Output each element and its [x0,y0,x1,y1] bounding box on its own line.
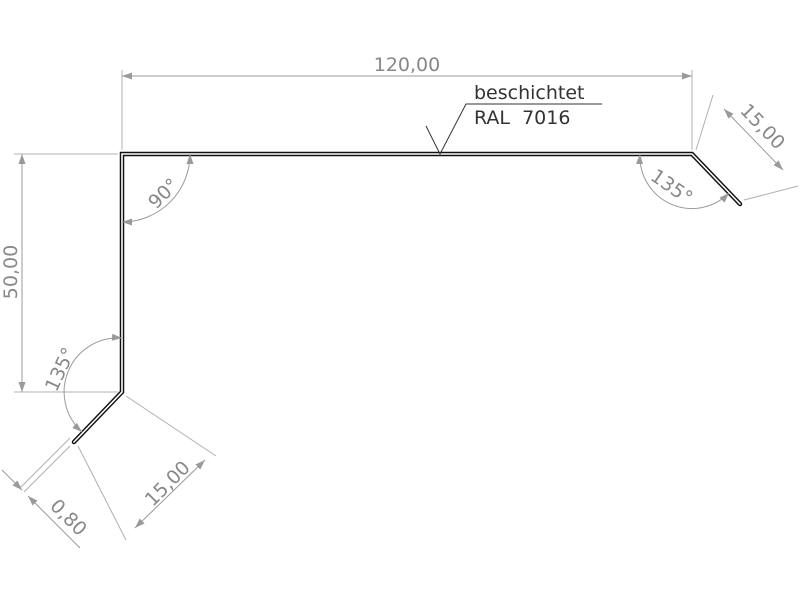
dimension-flange-bottom-label: 15,00 [141,457,195,511]
dimension-thickness: 0,80 [1,437,91,549]
dimension-thickness-label: 0,80 [46,495,91,540]
angle-top-left-label: 90° [144,174,183,213]
angle-bottom-left-label: 135° [41,344,80,395]
dimension-height-label: 50,00 [0,245,22,299]
surface-note-line2: RAL 7016 [474,107,570,129]
dimension-flange-right-label: 15,00 [736,100,790,154]
dimension-flange-right: 15,00 [695,94,799,201]
surface-finish-note: beschichtet RAL 7016 [425,82,602,156]
angle-top-left: 90° [121,153,194,226]
surface-note-line1: beschichtet [474,82,585,104]
angle-top-right-label: 135° [646,165,696,209]
dimension-width-top: 120,00 [121,54,693,150]
angle-bottom-left: 135° [41,333,123,433]
dimension-width-label: 120,00 [374,54,440,76]
